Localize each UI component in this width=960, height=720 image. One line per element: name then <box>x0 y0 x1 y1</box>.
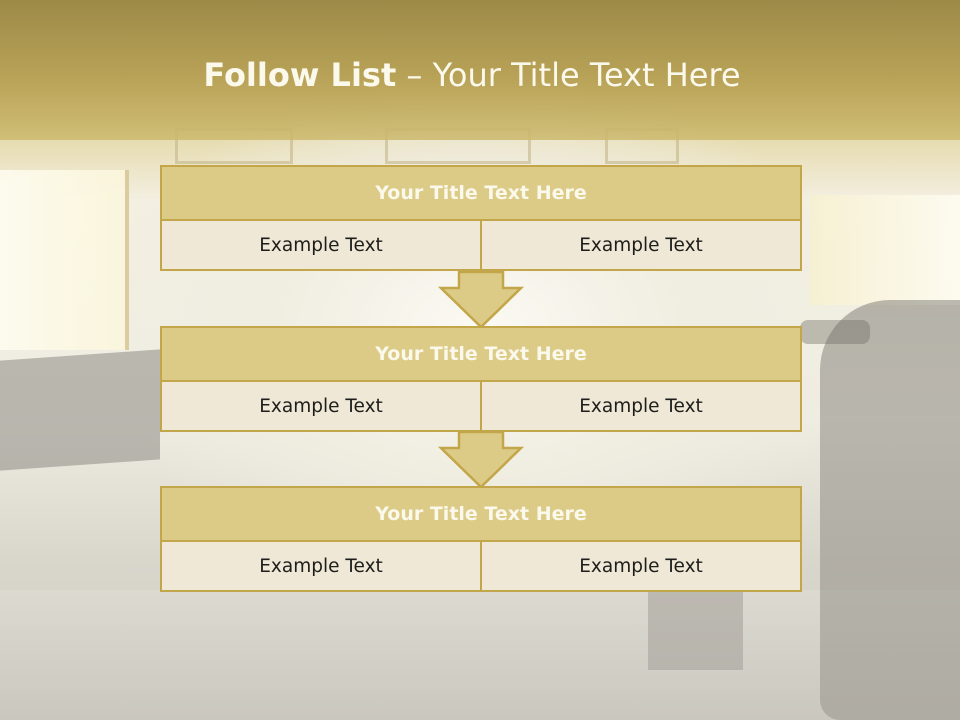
block-row: Example Text Example Text <box>160 382 802 432</box>
header-band <box>0 0 960 140</box>
list-block: Your Title Text Here Example Text Exampl… <box>160 165 802 271</box>
block-title: Your Title Text Here <box>160 326 802 382</box>
slide-title: Follow List – Your Title Text Here <box>0 52 944 98</box>
list-block: Your Title Text Here Example Text Exampl… <box>160 326 802 432</box>
list-block: Your Title Text Here Example Text Exampl… <box>160 486 802 592</box>
studio-window-left <box>0 170 129 350</box>
block-cell-right: Example Text <box>482 221 802 271</box>
block-cell-right: Example Text <box>482 382 802 432</box>
studio-floor <box>0 590 960 720</box>
video-camera <box>820 300 960 720</box>
down-arrow-icon <box>437 430 525 489</box>
block-cell-left: Example Text <box>160 542 482 592</box>
down-arrow-icon <box>437 270 525 329</box>
block-row: Example Text Example Text <box>160 221 802 271</box>
block-row: Example Text Example Text <box>160 542 802 592</box>
reflector-panel <box>0 349 160 471</box>
block-cell-left: Example Text <box>160 221 482 271</box>
block-title: Your Title Text Here <box>160 486 802 542</box>
studio-window-right <box>810 195 960 305</box>
block-cell-right: Example Text <box>482 542 802 592</box>
block-cell-left: Example Text <box>160 382 482 432</box>
block-title: Your Title Text Here <box>160 165 802 221</box>
camera-arm <box>800 320 870 344</box>
slide-title-rest: – Your Title Text Here <box>396 56 741 94</box>
slide-title-bold: Follow List <box>203 56 397 94</box>
